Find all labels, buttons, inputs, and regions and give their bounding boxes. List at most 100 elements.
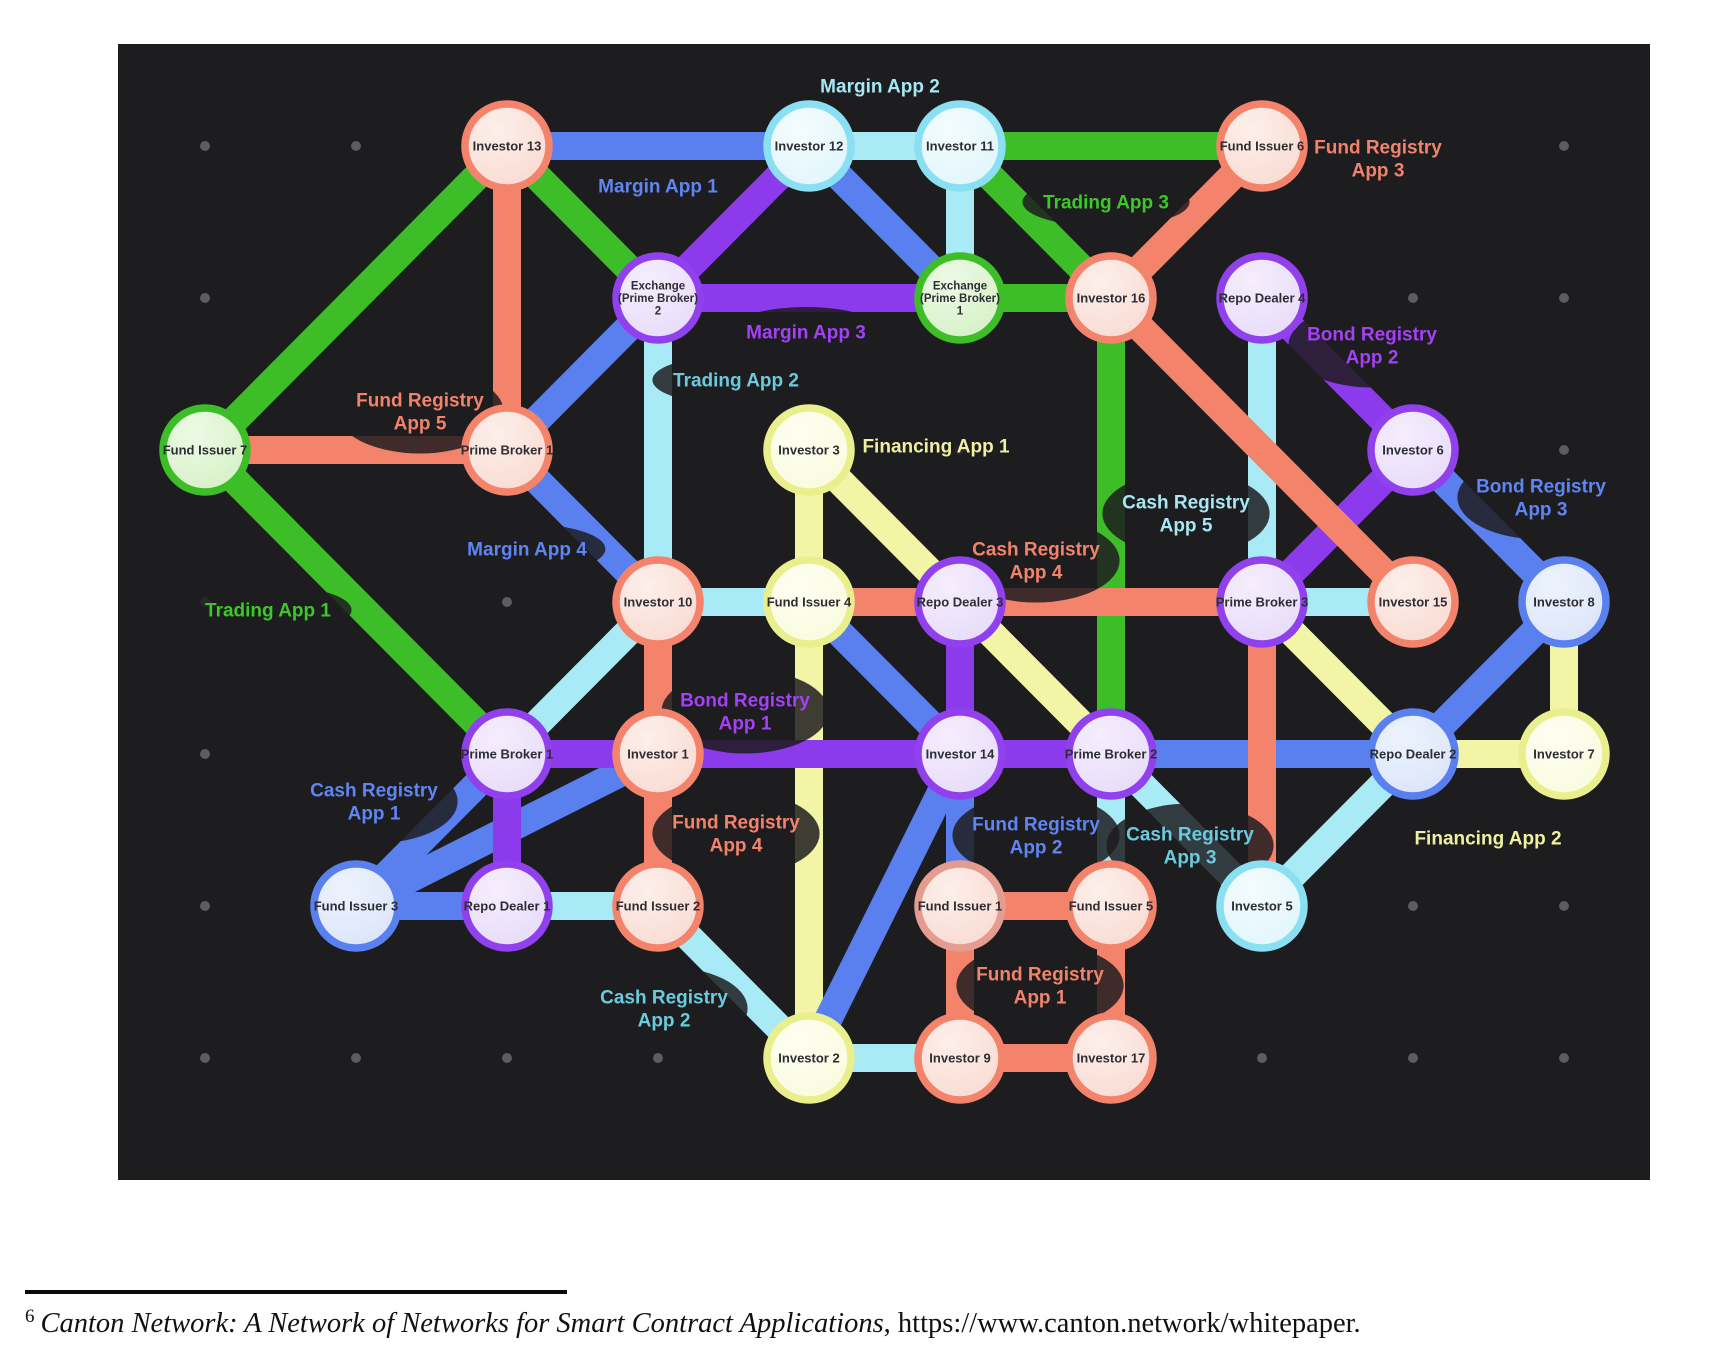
node-i8: Investor 8: [1518, 556, 1610, 648]
grid-dot: [200, 901, 210, 911]
app-label-financing-app-1: Financing App 1: [862, 437, 1010, 458]
svg-text:Fund Issuer 6: Fund Issuer 6: [1220, 139, 1305, 154]
grid-dot: [1559, 1053, 1569, 1063]
edge-i16-i15: [1097, 284, 1427, 616]
grid-dot: [1257, 1053, 1267, 1063]
label-halo: [1457, 455, 1625, 540]
svg-text:Exchange(Prime Broker)2: Exchange(Prime Broker)2: [618, 281, 698, 318]
label-halo: [801, 61, 959, 111]
node-i2: Investor 2: [763, 1012, 855, 1104]
svg-text:Investor 15: Investor 15: [1379, 595, 1448, 610]
app-label-trading-app-1: Trading App 1: [205, 601, 331, 622]
node-fi6: Fund Issuer 6: [1216, 100, 1308, 192]
svg-text:Investor 12: Investor 12: [775, 139, 844, 154]
grid-dot: [1408, 1053, 1418, 1063]
node-fi5: Fund Issuer 5: [1065, 860, 1157, 952]
node-i9: Investor 9: [914, 1012, 1006, 1104]
node-expb1: Exchange(Prime Broker)1: [914, 252, 1006, 344]
footnote-marker: 6: [25, 1305, 35, 1327]
footnote-title: Canton Network: A Network of Networks fo…: [40, 1308, 884, 1339]
node-pb2: Prime Broker 2: [1065, 708, 1158, 800]
svg-text:Investor 8: Investor 8: [1533, 595, 1594, 610]
node-fi4: Fund Issuer 4: [763, 556, 855, 648]
svg-text:Prime Broker 1: Prime Broker 1: [461, 443, 554, 458]
node-i12: Investor 12: [763, 100, 855, 192]
svg-text:Fund Issuer 1: Fund Issuer 1: [918, 899, 1003, 914]
node-i13: Investor 13: [461, 100, 553, 192]
label-halo: [1394, 813, 1582, 863]
label-halo: [1294, 116, 1462, 201]
node-i6: Investor 6: [1367, 404, 1459, 496]
svg-text:Repo Dealer 1: Repo Dealer 1: [464, 899, 551, 914]
svg-text:Prime Broker 2: Prime Broker 2: [1065, 747, 1158, 762]
node-i7: Investor 7: [1518, 708, 1610, 800]
node-i16: Investor 16: [1065, 252, 1157, 344]
node-i1: Investor 1: [612, 708, 704, 800]
node-pb1u: Prime Broker 1: [461, 404, 554, 496]
grid-dot: [1559, 901, 1569, 911]
grid-dot: [1559, 141, 1569, 151]
grid-dot: [200, 749, 210, 759]
svg-text:Exchange(Prime Broker)1: Exchange(Prime Broker)1: [920, 281, 1000, 318]
svg-text:Investor 9: Investor 9: [929, 1051, 990, 1066]
svg-text:Investor 2: Investor 2: [778, 1051, 839, 1066]
svg-text:Fund Issuer 2: Fund Issuer 2: [616, 899, 701, 914]
svg-text:Repo Dealer 4: Repo Dealer 4: [1219, 291, 1306, 306]
edge-fi7-pb1l: [191, 436, 521, 768]
grid-dot: [200, 1053, 210, 1063]
svg-text:Fund Issuer 3: Fund Issuer 3: [314, 899, 399, 914]
grid-dot: [351, 1053, 361, 1063]
grid-dot: [200, 141, 210, 151]
grid-dot: [351, 141, 361, 151]
node-i11: Investor 11: [914, 100, 1006, 192]
app-label-margin-app-1: Margin App 1: [598, 177, 718, 198]
label-halo: [1106, 803, 1274, 888]
svg-text:Investor 7: Investor 7: [1533, 747, 1594, 762]
svg-text:Investor 10: Investor 10: [624, 595, 693, 610]
edge-fi7-i13: [191, 132, 521, 464]
svg-text:Investor 5: Investor 5: [1231, 899, 1292, 914]
svg-text:Investor 16: Investor 16: [1077, 291, 1146, 306]
label-halo: [652, 791, 820, 876]
label-halo: [1022, 177, 1190, 227]
label-halo: [336, 369, 504, 454]
footnote-url: , https://www.canton.network/whitepaper.: [883, 1308, 1361, 1339]
label-halo: [727, 307, 885, 357]
node-expb2: Exchange(Prime Broker)2: [612, 252, 704, 344]
label-halo: [842, 421, 1030, 471]
grid-dot: [653, 1053, 663, 1063]
node-rd4: Repo Dealer 4: [1216, 252, 1308, 344]
svg-text:Fund Issuer 7: Fund Issuer 7: [163, 443, 248, 458]
svg-text:Investor 13: Investor 13: [473, 139, 542, 154]
node-i15: Investor 15: [1367, 556, 1459, 648]
node-i5: Investor 5: [1216, 860, 1308, 952]
label-halo: [661, 669, 829, 754]
label-halo: [1102, 471, 1270, 556]
label-halo: [579, 161, 737, 211]
grid-dot: [1559, 445, 1569, 455]
grid-dot: [1408, 901, 1418, 911]
node-i17: Investor 17: [1065, 1012, 1157, 1104]
label-halo: [952, 793, 1120, 878]
label-halo: [184, 585, 352, 635]
node-fi3: Fund Issuer 3: [310, 860, 402, 952]
app-label-margin-app-3: Margin App 3: [746, 323, 866, 344]
app-label-trading-app-2: Trading App 2: [673, 371, 799, 392]
label-halo: [580, 966, 748, 1051]
footnote-rule: [25, 1290, 567, 1294]
